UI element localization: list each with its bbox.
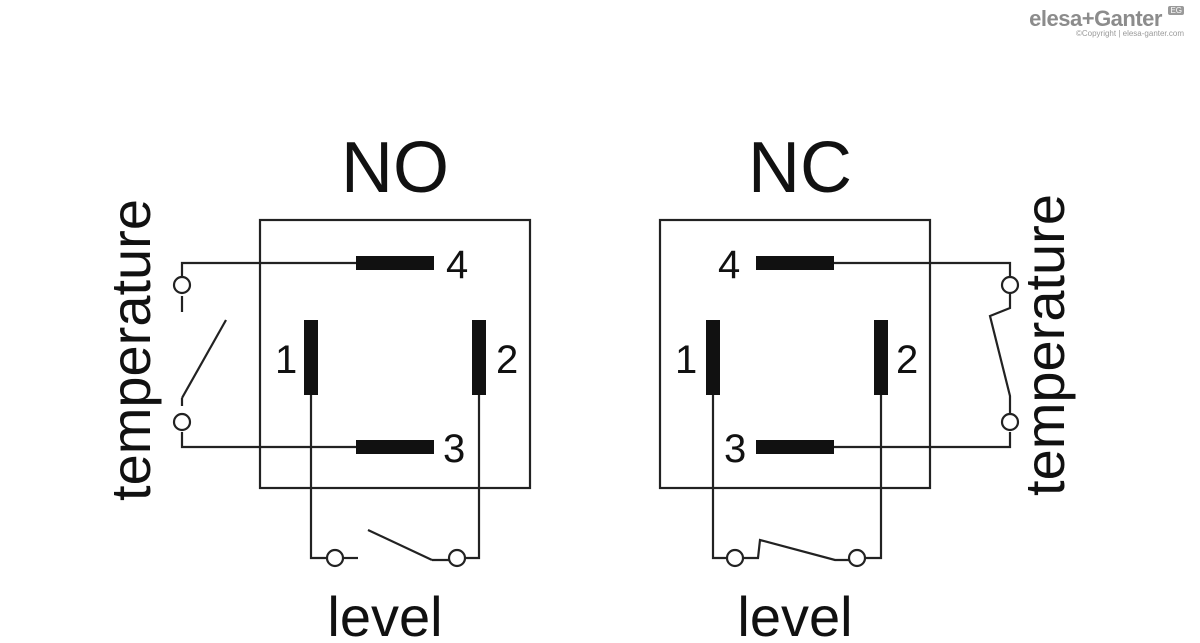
terminal-level-right-no — [447, 548, 467, 568]
wire-temp-bottom-no — [180, 432, 356, 449]
pin-label-4-no: 4 — [446, 243, 468, 287]
wire-level-right-no — [466, 395, 481, 560]
pin-label-2-no: 2 — [496, 338, 518, 382]
terminal-level-right-nc — [847, 548, 867, 568]
contact-bar-2-no — [472, 320, 486, 395]
pin-label-1-no: 1 — [275, 338, 297, 382]
wire-temp-top-no — [180, 261, 356, 277]
logo-copyright: ©Copyright | elesa-ganter.com — [1075, 29, 1184, 38]
terminal-level-left-nc — [725, 548, 745, 568]
wire-level-left-no — [309, 395, 326, 560]
terminal-temp-top-no — [172, 275, 192, 295]
logo-badge: EG — [1168, 6, 1184, 15]
connector-housing-nc — [658, 218, 932, 490]
brand-logo: elesa+Ganter EG ©Copyright | elesa-gante… — [1029, 6, 1184, 38]
logo-text: elesa+Ganter — [1029, 6, 1162, 31]
wire-level-left-nc — [711, 395, 726, 560]
temperature-label-nc: temperature — [1013, 194, 1076, 496]
contact-bar-4-no — [356, 256, 434, 270]
contact-bar-3-no — [356, 440, 434, 454]
wire-level-right-nc — [866, 395, 883, 560]
wire-temp-top-nc — [834, 261, 1012, 277]
contact-bar-2-nc — [874, 320, 888, 395]
diagram-no: NO 4 1 2 3 level temperature — [99, 128, 532, 643]
diagram-nc-title: NC — [748, 128, 852, 208]
switch-temp-nc — [988, 293, 1012, 414]
terminal-level-left-no — [325, 548, 345, 568]
level-label-nc: level — [737, 585, 852, 643]
terminal-temp-bottom-no — [172, 412, 192, 432]
temperature-label-no: temperature — [99, 199, 162, 501]
switch-temp-no — [181, 319, 227, 399]
pin-label-2-nc: 2 — [896, 338, 918, 382]
pin-label-1-nc: 1 — [675, 338, 697, 382]
level-label-no: level — [327, 585, 442, 643]
contact-bar-3-nc — [756, 440, 834, 454]
switch-level-no — [367, 529, 433, 561]
pin-label-3-no: 3 — [443, 427, 465, 471]
switch-level-nc — [743, 538, 849, 562]
contact-bar-1-nc — [706, 320, 720, 395]
pin-label-3-nc: 3 — [724, 427, 746, 471]
connector-housing-no — [258, 218, 532, 490]
pin-label-4-nc: 4 — [718, 243, 740, 287]
diagram-nc: NC 4 1 2 3 level temperature — [658, 128, 1076, 643]
contact-bar-4-nc — [756, 256, 834, 270]
contact-bar-1-no — [304, 320, 318, 395]
diagram-no-title: NO — [341, 128, 449, 208]
wire-temp-bottom-nc — [834, 432, 1012, 449]
